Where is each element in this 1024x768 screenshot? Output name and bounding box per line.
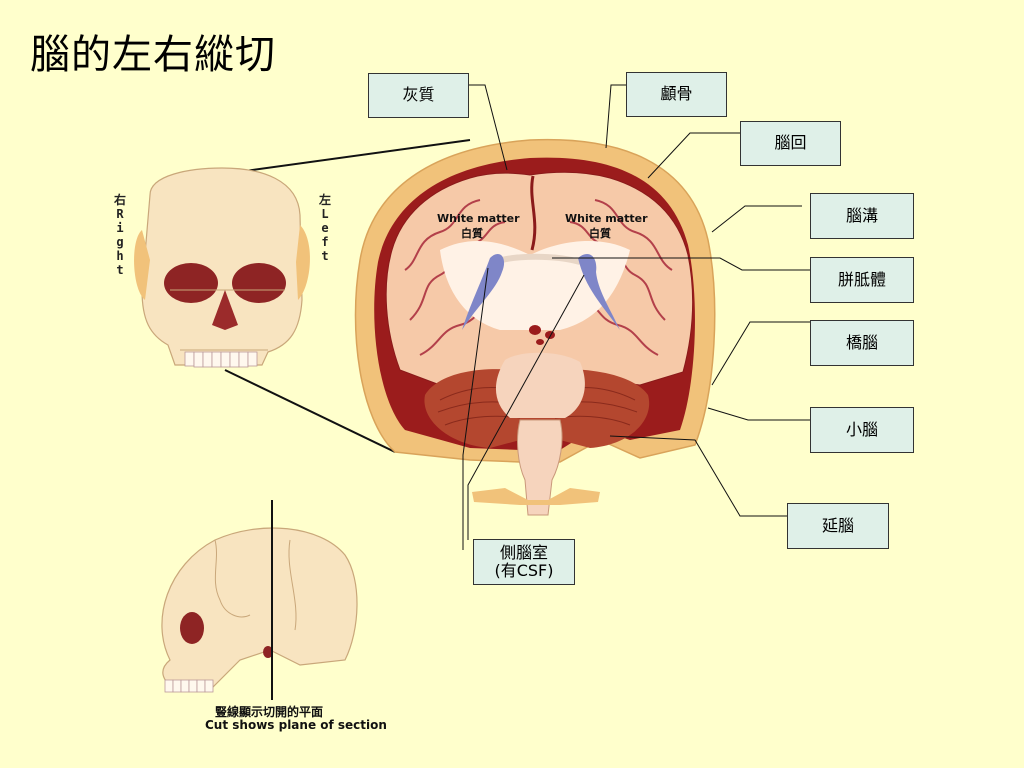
section-caption-zh: 豎線顯示切開的平面 (215, 705, 324, 719)
zoom-line-top (237, 139, 471, 173)
white-matter-right-zh: 白質 (589, 227, 611, 240)
white-matter-right-en: White matter (565, 212, 648, 225)
label-lateral-ventricle-line2: (有CSF) (494, 561, 554, 580)
white-matter-left-zh: 白質 (461, 227, 483, 240)
page-title: 腦的左右縱切 (30, 32, 276, 78)
side-label-right: 右 R i g h t (113, 193, 126, 277)
label-medulla: 延腦 (787, 503, 889, 549)
zoom-line-bottom (224, 369, 396, 453)
label-lateral-ventricle: 側腦室 (有CSF) (473, 539, 575, 585)
label-gyrus: 腦回 (740, 121, 841, 166)
label-pons: 橋腦 (810, 320, 914, 366)
leader-lines (462, 84, 810, 550)
label-corpus-callosum: 胼胝體 (810, 257, 914, 303)
label-cerebellum: 小腦 (810, 407, 914, 453)
label-lateral-ventricle-line1: 側腦室 (499, 542, 548, 562)
label-gray-matter: 灰質 (368, 73, 469, 118)
side-label-left: 左 L e f t (318, 193, 331, 263)
side-skull (161, 500, 358, 700)
label-sulcus: 腦溝 (810, 193, 914, 239)
white-matter-left-en: White matter (437, 212, 520, 225)
coronal-section (354, 138, 716, 516)
section-caption-en: Cut shows plane of section (205, 718, 387, 732)
label-skull: 顱骨 (626, 72, 727, 117)
front-skull (134, 167, 310, 368)
